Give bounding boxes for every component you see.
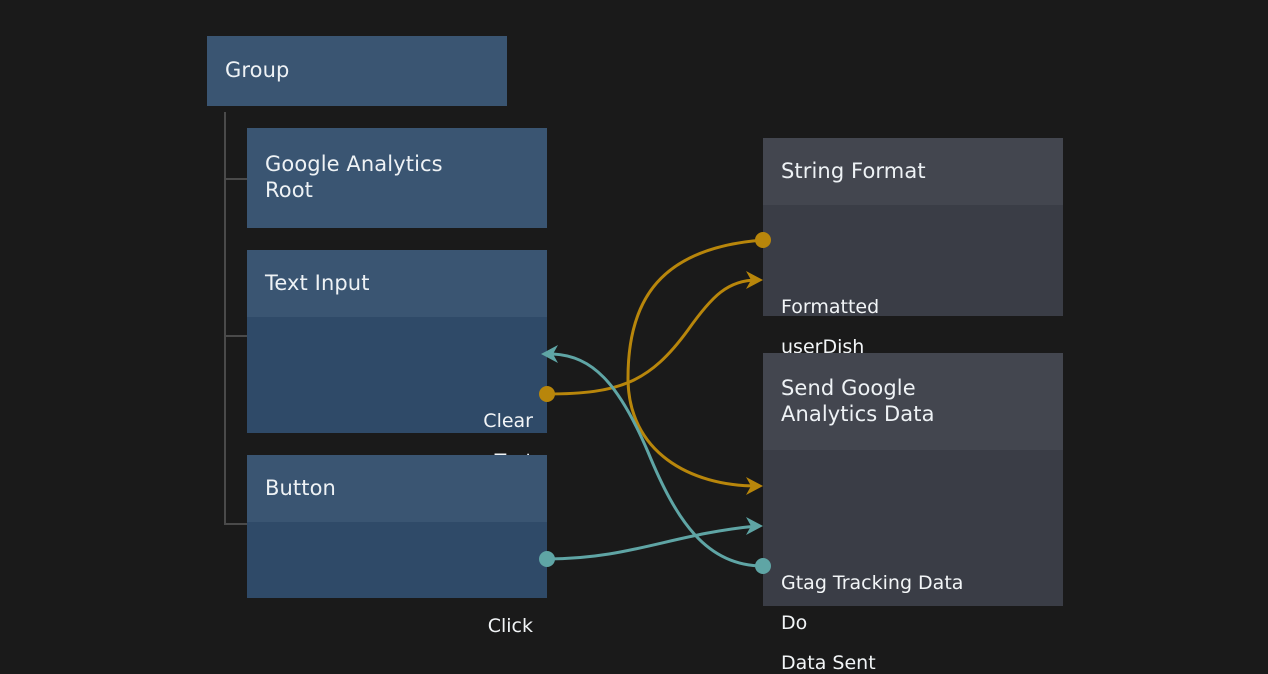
wire-formatted-to-gtag-tracking-data[interactable]	[626, 238, 764, 488]
node-text-input-body: Clear Text	[247, 317, 547, 472]
port-string-format-formatted[interactable]: Formatted	[781, 296, 879, 318]
group-tree-stub-text-input	[224, 335, 247, 337]
group-tree-vertical-line	[224, 112, 226, 524]
port-string-format-formatted-label: Formatted	[781, 296, 880, 318]
port-arrow-text-to-userdish[interactable]	[746, 271, 763, 289]
node-text-input-title: Text Input	[247, 250, 547, 317]
wire-click-to-do[interactable]	[546, 524, 758, 561]
wire-data-sent-to-clear[interactable]	[552, 352, 764, 568]
port-arrow-formatted-to-gtag-tracking-data[interactable]	[746, 477, 763, 495]
group-tree-stub-ga-root	[224, 178, 247, 180]
port-button-click[interactable]: Click	[488, 615, 533, 637]
node-button[interactable]: Button Click	[247, 455, 547, 637]
wire-text-to-userdish[interactable]	[546, 278, 758, 396]
port-send-ga-data-sent-label: Data Sent	[781, 652, 876, 674]
port-string-format-userdish[interactable]: userDish	[781, 336, 864, 358]
node-string-format[interactable]: String Format Formatted userDish	[763, 138, 1063, 358]
node-string-format-body: Formatted userDish	[763, 205, 1063, 358]
port-send-ga-do-label: Do	[781, 612, 808, 634]
node-group[interactable]: Group	[207, 36, 507, 106]
node-send-google-analytics-data-title: Send Google Analytics Data	[763, 353, 1063, 450]
node-text-input[interactable]: Text Input Clear Text	[247, 250, 547, 472]
port-button-click-label: Click	[487, 615, 533, 637]
node-button-title: Button	[247, 455, 547, 522]
connection-wires-layer	[539, 232, 771, 574]
port-send-ga-gtag-tracking-data-label: Gtag Tracking Data	[781, 572, 964, 594]
node-google-analytics-root[interactable]: Google Analytics Root	[247, 128, 547, 228]
node-string-format-title: String Format	[763, 138, 1063, 205]
port-text-input-clear-label: Clear	[483, 410, 533, 432]
port-send-ga-do[interactable]: Do	[781, 612, 807, 634]
port-string-format-userdish-label: userDish	[781, 336, 865, 358]
node-button-body: Click	[247, 522, 547, 637]
group-tree-stub-button	[224, 523, 247, 525]
node-send-google-analytics-data[interactable]: Send Google Analytics Data Gtag Tracking…	[763, 353, 1063, 674]
port-send-ga-data-sent[interactable]: Data Sent	[781, 652, 876, 674]
node-group-title: Group	[207, 36, 507, 106]
port-arrow-click-to-do[interactable]	[746, 517, 763, 535]
port-text-input-clear[interactable]: Clear	[483, 410, 533, 432]
node-google-analytics-root-title: Google Analytics Root	[247, 128, 547, 228]
port-send-ga-gtag-tracking-data[interactable]: Gtag Tracking Data	[781, 572, 963, 594]
node-send-google-analytics-data-body: Gtag Tracking Data Do Data Sent	[763, 450, 1063, 674]
